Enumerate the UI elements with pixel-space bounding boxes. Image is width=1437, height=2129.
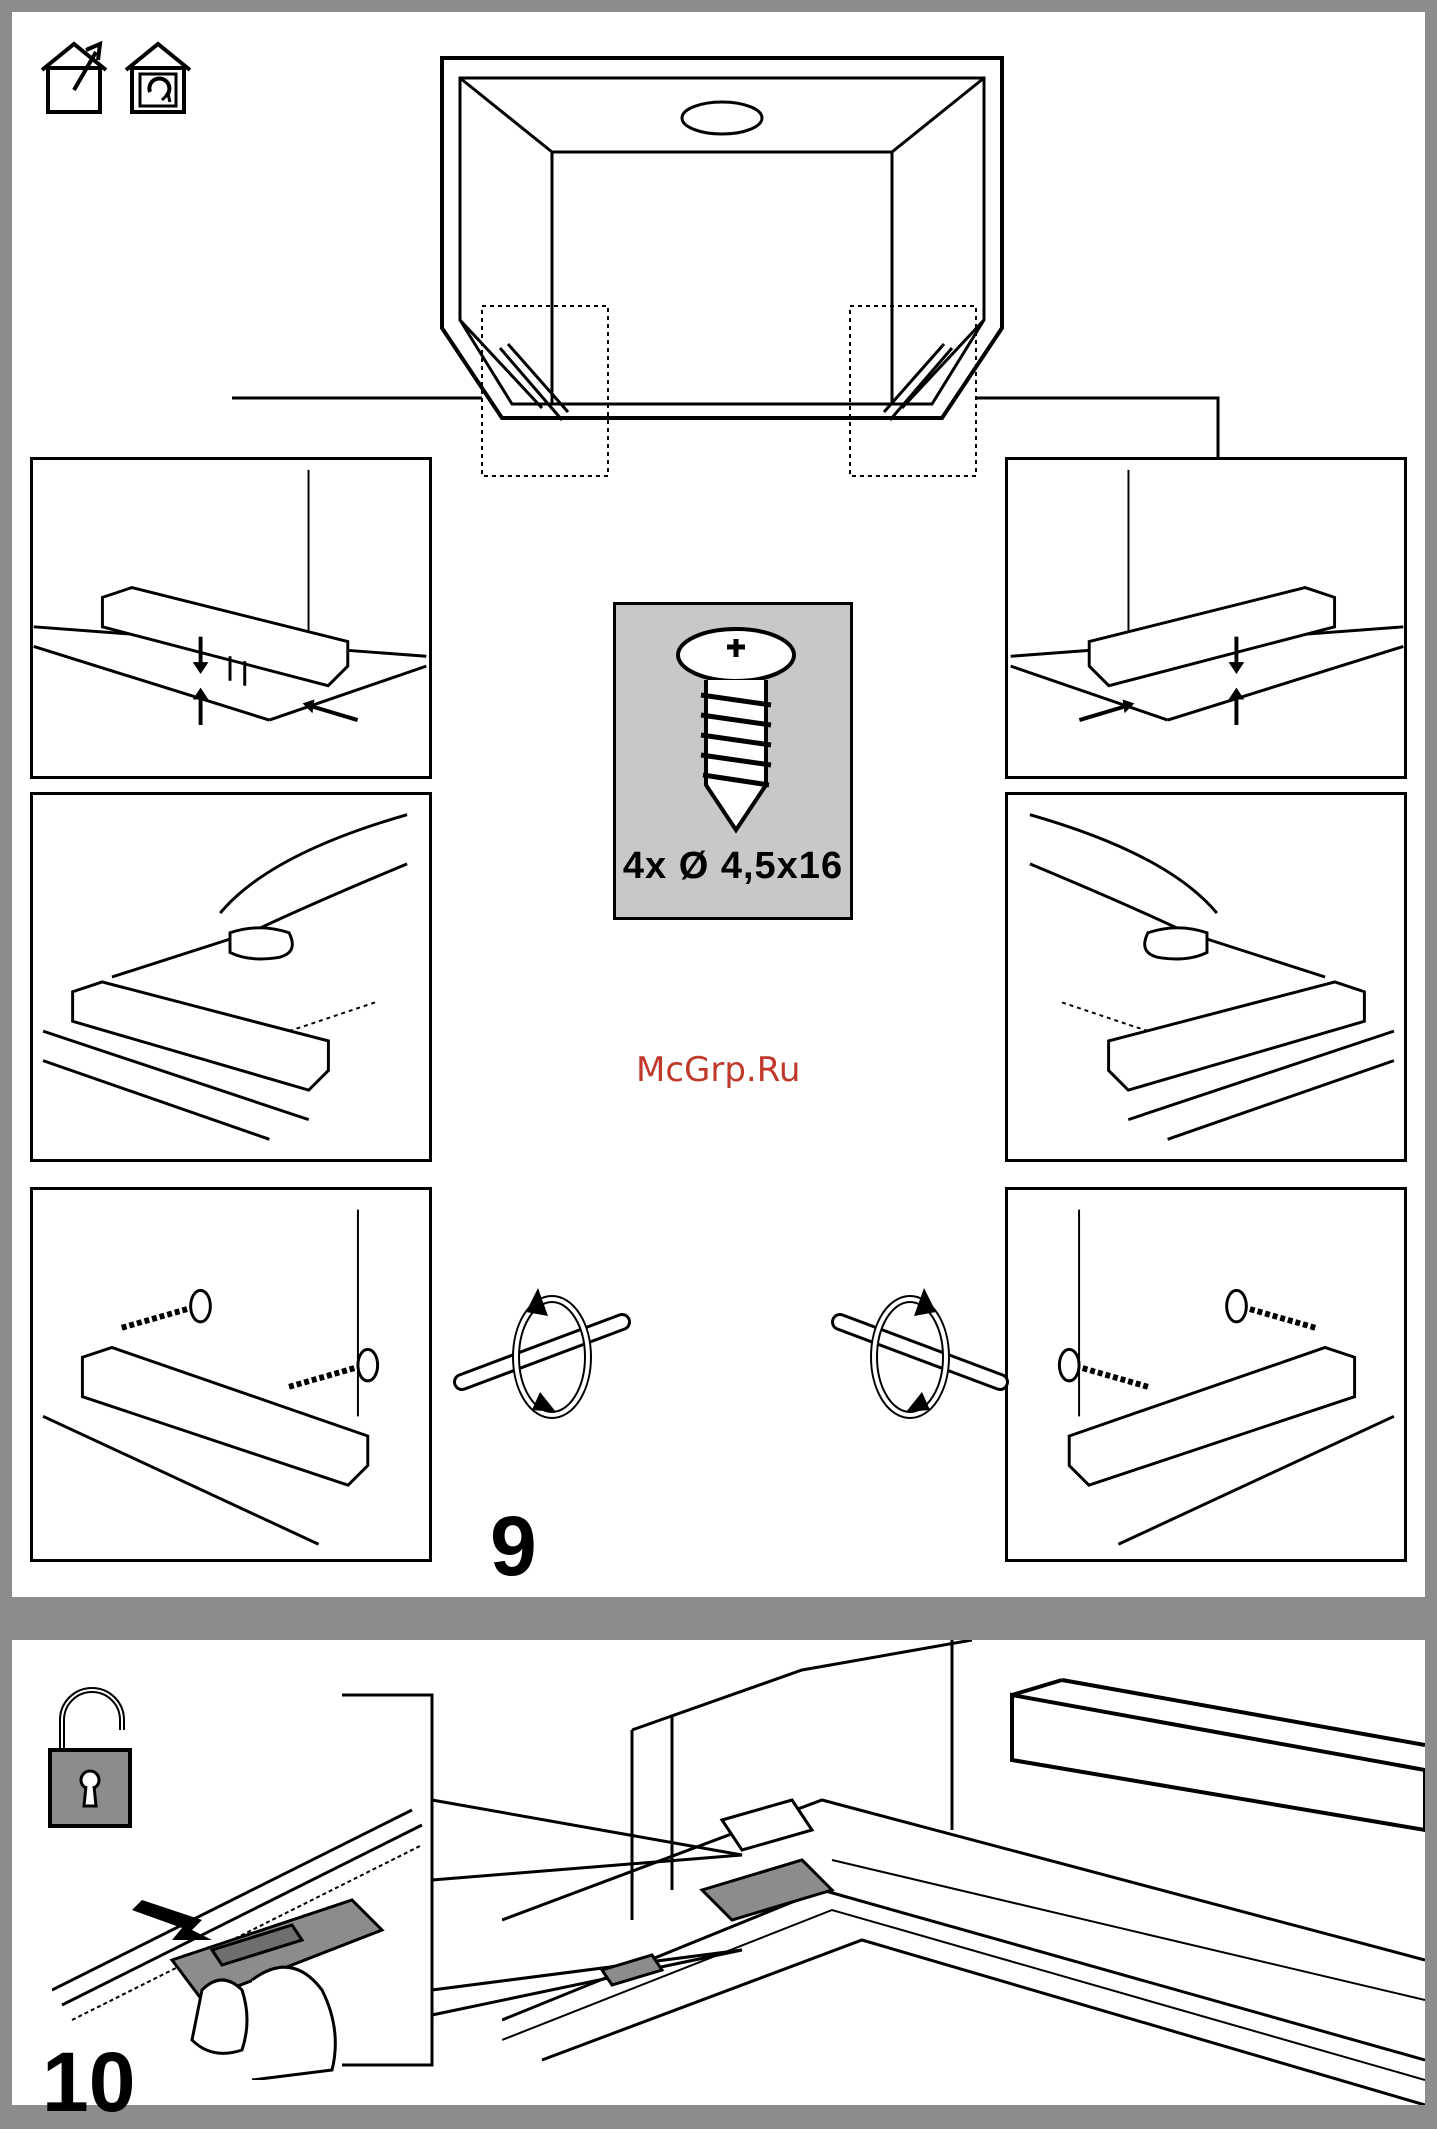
step-number: 10 <box>42 2040 135 2124</box>
step-10-panel: 10 <box>12 1640 1425 2105</box>
screw-spec-label: 4x Ø 4,5x16 <box>616 845 850 888</box>
screw-icon <box>671 625 801 835</box>
left-detail-2 <box>30 792 432 1162</box>
step-9-panel: 4x Ø 4,5x16 McGrp.Ru 9 <box>12 12 1425 1597</box>
screwdriver-clockwise-left-icon <box>452 1282 632 1432</box>
house-recirculation-icon <box>118 30 198 120</box>
left-detail-3 <box>30 1187 432 1562</box>
screw-spec-box: 4x Ø 4,5x16 <box>613 602 853 920</box>
screwdriver-clockwise-right-icon <box>830 1282 1010 1432</box>
right-detail-1 <box>1005 457 1407 779</box>
left-detail-1 <box>30 457 432 779</box>
right-detail-2 <box>1005 792 1407 1162</box>
hood-underside-illustration <box>502 1640 1425 2105</box>
install-icon <box>34 30 114 120</box>
hood-overview-illustration <box>232 48 1232 488</box>
right-detail-3 <box>1005 1187 1407 1562</box>
step-number: 9 <box>490 1504 537 1588</box>
watermark: McGrp.Ru <box>636 1050 800 1090</box>
